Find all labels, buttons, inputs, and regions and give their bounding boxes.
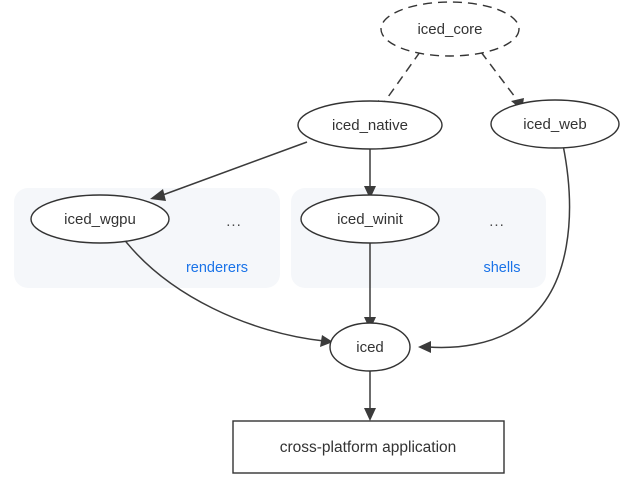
node-iced_web-shape[interactable]: [490, 99, 620, 149]
node-iced_wgpu[interactable]: iced_wgpu: [30, 194, 170, 244]
node-iced_winit[interactable]: iced_winit: [300, 194, 440, 244]
node-iced_winit-label: iced_winit: [337, 211, 404, 228]
node-iced_native[interactable]: iced_native: [297, 100, 443, 150]
node-iced_winit-shape[interactable]: [300, 194, 440, 244]
edge-iced_native-to-iced_winit-arrowhead: [364, 186, 376, 199]
node-iced_web[interactable]: iced_web: [490, 99, 620, 149]
node-iced_core[interactable]: iced_core: [380, 1, 520, 57]
cluster-renderers-ellipsis: ...: [226, 213, 242, 230]
node-app-shape[interactable]: [232, 420, 505, 474]
node-app[interactable]: cross-platform application: [232, 420, 505, 474]
edge-iced-to-app-arrowhead: [364, 408, 376, 421]
cluster-shells-label: shells: [483, 260, 520, 276]
edge-iced_web-to-iced-line: [427, 144, 571, 349]
edge-iced_native-to-iced_wgpu-line: [159, 141, 308, 197]
node-iced_web-label: iced_web: [523, 116, 586, 133]
cluster-shells-ellipsis: ...: [489, 213, 505, 230]
node-iced-label: iced: [356, 339, 384, 356]
node-iced_native-label: iced_native: [332, 117, 408, 134]
edge-iced-to-app: [364, 370, 376, 421]
edge-iced_native-to-iced_wgpu: [150, 141, 308, 201]
node-iced_native-shape[interactable]: [297, 100, 443, 150]
edge-iced_web-to-iced-arrowhead: [418, 341, 431, 353]
node-iced-shape[interactable]: [329, 322, 411, 372]
edge-iced_native-to-iced_wgpu-arrowhead: [150, 189, 166, 201]
node-iced_core-label: iced_core: [417, 21, 482, 38]
edge-iced_core-to-iced_web: [480, 51, 524, 110]
edge-iced_native-to-iced_winit: [364, 146, 376, 199]
edge-iced_core-to-iced_native-line: [382, 51, 421, 105]
edge-iced_wgpu-to-iced-line: [122, 237, 325, 342]
node-iced_wgpu-shape[interactable]: [30, 194, 170, 244]
node-iced_wgpu-label: iced_wgpu: [64, 211, 136, 228]
cluster-renderers-label: renderers: [186, 260, 248, 276]
node-iced_core-shape[interactable]: [380, 1, 520, 57]
edge-iced_wgpu-to-iced: [122, 237, 333, 347]
edge-iced_web-to-iced: [418, 144, 571, 353]
node-iced[interactable]: iced: [329, 322, 411, 372]
edge-iced_core-to-iced_web-line: [480, 51, 519, 102]
edge-iced_wgpu-to-iced-arrowhead: [320, 335, 333, 347]
node-app-label: cross-platform application: [280, 439, 457, 456]
